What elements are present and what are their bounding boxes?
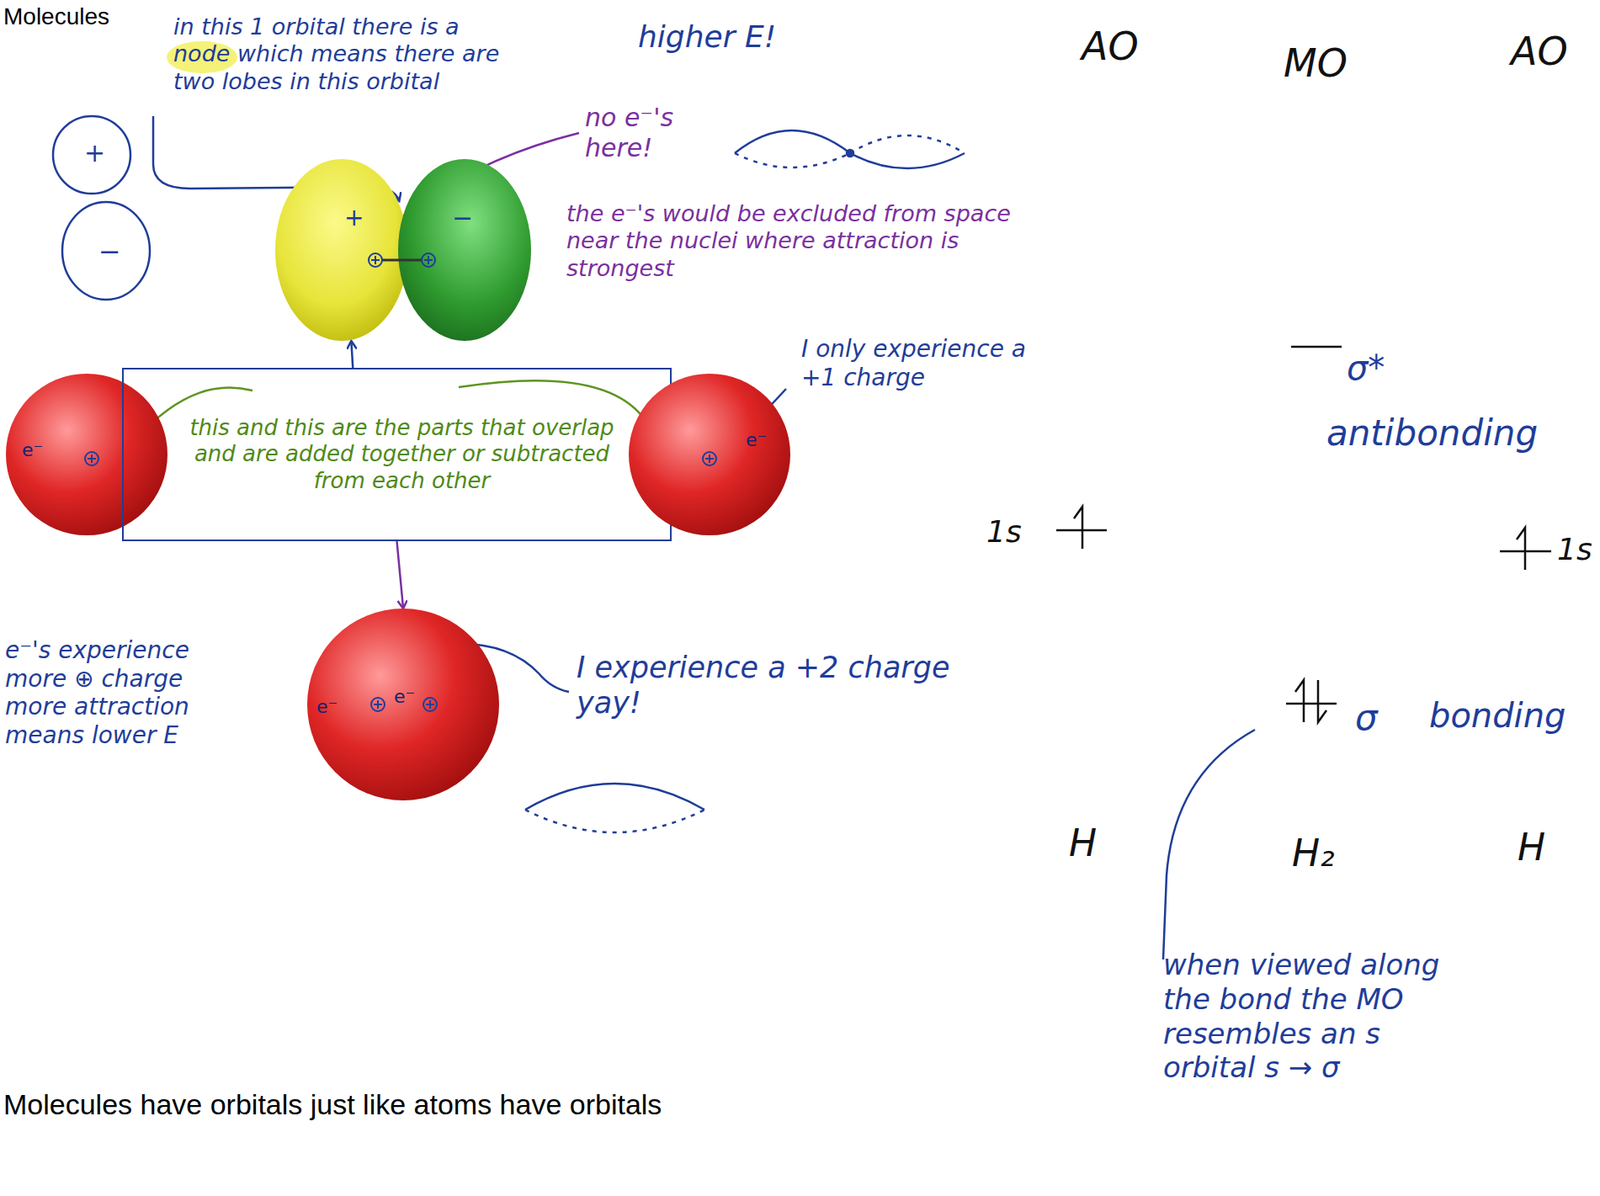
leader-line <box>1163 729 1255 960</box>
nucleus-symbol <box>421 253 436 267</box>
nucleus-symbol <box>425 700 435 709</box>
antibonding-orbital: +− <box>273 158 533 342</box>
electron-label: e⁻ <box>21 440 43 461</box>
annotation: antibonding <box>1326 412 1588 455</box>
annotation: in this 1 orbital there is a node which … <box>173 13 511 96</box>
annotation: e⁻'s experience more ⊕ charge more attra… <box>5 636 237 750</box>
annotation: higher E! <box>637 18 824 55</box>
atom-sphere: e⁻ <box>627 372 792 537</box>
svg-part <box>734 130 851 154</box>
annotation: I only experience a +1 charge <box>801 334 1054 392</box>
annotation: + <box>84 138 110 169</box>
orbital-sphere <box>307 608 500 801</box>
annotation: bonding <box>1429 695 1598 736</box>
electron-label: e⁻ <box>393 686 415 707</box>
annotation: H <box>1068 821 1111 867</box>
nucleus-symbol <box>423 697 437 712</box>
note-box: this and this are the parts that overlap… <box>122 367 672 542</box>
annotation: H <box>1517 825 1560 871</box>
phase-sign: − <box>451 203 474 232</box>
svg-part <box>1291 345 1342 349</box>
annotation: − <box>98 235 124 268</box>
svg-part <box>1286 702 1337 706</box>
slide-caption: Molecules have orbitals just like atoms … <box>3 1088 662 1122</box>
annotation: when viewed along the bond the MO resemb… <box>1163 947 1475 1085</box>
annotation: no e⁻'s here! <box>584 102 712 164</box>
nucleus-symbol <box>87 454 96 463</box>
shape-outline <box>273 158 533 342</box>
svg-part <box>525 809 705 833</box>
annotation: the e⁻'s would be excluded from space ne… <box>566 200 1047 282</box>
node-sketch <box>734 130 965 169</box>
orbital-sphere <box>5 373 168 536</box>
note-text: this and this are the parts that overlap… <box>182 414 622 495</box>
orbital-lobe <box>398 159 532 341</box>
connector-arrow <box>397 541 404 608</box>
atom-sphere: e⁻ <box>5 372 169 537</box>
nucleus-symbol <box>705 454 714 463</box>
slide-title: Molecules <box>3 3 110 31</box>
annotation: H₂ <box>1291 831 1360 877</box>
annotation: σ <box>1355 696 1389 739</box>
nucleus-symbol <box>424 255 433 265</box>
nucleus-symbol <box>85 451 99 466</box>
svg-part <box>1516 527 1526 570</box>
energy-level <box>1056 346 1552 723</box>
svg-part <box>1295 680 1304 723</box>
electron-label: e⁻ <box>316 696 338 718</box>
connector-arrow <box>350 341 353 368</box>
svg-part <box>525 783 705 810</box>
lobe-sketch <box>62 201 150 300</box>
annotation: AO <box>1510 28 1595 75</box>
phase-sign: + <box>344 205 364 232</box>
annotation: I experience a +2 charge yay! <box>576 649 981 721</box>
svg-part <box>846 149 854 157</box>
svg-part <box>734 153 851 168</box>
nucleus-symbol <box>368 253 383 267</box>
svg-part <box>1073 506 1083 549</box>
annotation: MO <box>1283 40 1368 87</box>
nucleus-symbol <box>702 451 717 466</box>
svg-part <box>850 153 965 169</box>
svg-part <box>850 135 965 154</box>
orbital-lobe <box>275 159 409 341</box>
annotation: 1s <box>1557 531 1600 568</box>
electron-label: e⁻ <box>745 430 767 451</box>
annotation: AO <box>1081 23 1166 70</box>
atom-sphere: e⁻ e⁻ <box>306 607 500 802</box>
annotation: 1s <box>986 513 1037 550</box>
bond-bar <box>382 259 422 262</box>
orbital-sphere <box>628 373 791 536</box>
nucleus-symbol <box>371 697 385 712</box>
lobe-sketch <box>53 116 131 194</box>
shape-outline <box>627 372 792 537</box>
nucleus-symbol <box>371 255 380 265</box>
annotation: σ* <box>1346 347 1406 389</box>
bond-sketch <box>525 783 705 833</box>
nucleus-symbol <box>373 700 383 709</box>
svg-part <box>1318 680 1327 723</box>
